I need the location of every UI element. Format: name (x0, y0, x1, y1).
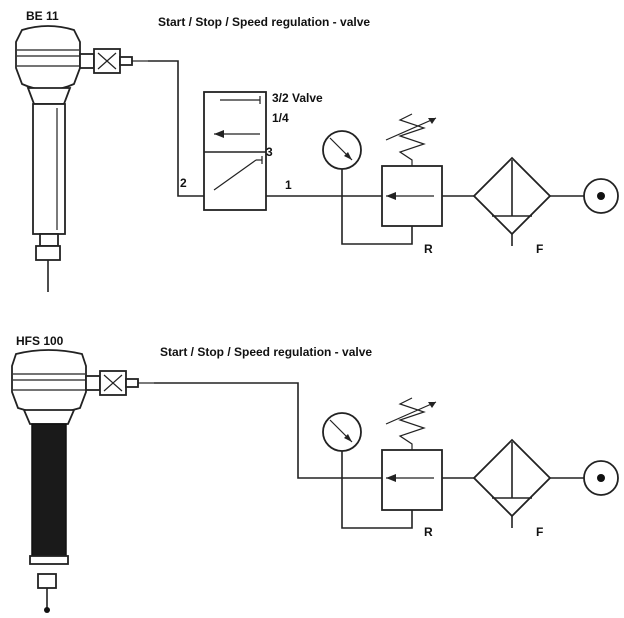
tool-hfs100 (11, 349, 87, 613)
valve-label-1: Start / Stop / Speed regulation - valve (158, 15, 370, 29)
diagram-hfs100: HFS 100 Start / Stop / Speed regulation … (11, 334, 619, 613)
filter-2 (472, 438, 552, 528)
hose-1 (148, 60, 204, 197)
air-source-1 (583, 178, 619, 214)
filter-label-1: F (536, 242, 543, 256)
start-stop-valve-2 (85, 370, 154, 396)
pressure-gauge-1 (322, 130, 413, 245)
port-3-label: 3 (266, 145, 273, 159)
fraction-label: 1/4 (272, 111, 289, 125)
start-stop-valve-1 (79, 48, 148, 74)
valve-label-2: Start / Stop / Speed regulation - valve (160, 345, 372, 359)
three-two-valve (203, 91, 267, 211)
three-two-valve-label: 3/2 Valve (272, 91, 323, 105)
regulator-label-2: R (424, 525, 433, 539)
regulator-2 (381, 397, 443, 511)
tool-be11 (15, 25, 81, 292)
pressure-gauge-2 (322, 412, 413, 529)
regulator-label-1: R (424, 242, 433, 256)
regulator-1 (381, 113, 443, 227)
diagram-be11: BE 11 Start / Stop / Speed regulation - … (15, 9, 619, 292)
filter-label-2: F (536, 525, 543, 539)
port-1-label: 1 (285, 178, 292, 192)
air-source-2 (583, 460, 619, 496)
tool-label-be11: BE 11 (26, 9, 59, 23)
port-2-label: 2 (180, 176, 187, 190)
tool-label-hfs100: HFS 100 (16, 334, 64, 348)
hose-5 (154, 382, 382, 479)
filter-1 (472, 156, 552, 246)
